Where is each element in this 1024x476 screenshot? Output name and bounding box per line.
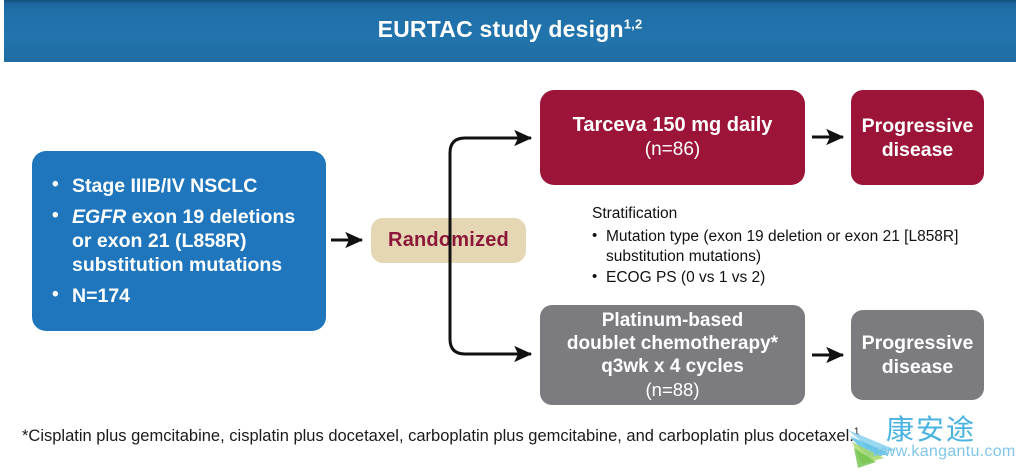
page-title: EURTAC study design1,2: [4, 16, 1016, 43]
stratification-title: Stratification: [592, 205, 678, 222]
randomized-box: Randomized: [371, 218, 526, 263]
page-title-superscript: 1,2: [623, 16, 643, 32]
population-bullet-text: N=174: [72, 285, 131, 307]
progressive-disease-line1: Progressive: [861, 332, 974, 354]
leaf-logo-icon: [848, 430, 896, 468]
progressive-disease-bottom-box: Progressive disease: [851, 310, 984, 400]
footnote-text: *Cisplatin plus gemcitabine, cisplatin p…: [22, 427, 854, 445]
right-margin: [1016, 0, 1024, 476]
list-item: Mutation type (exon 19 deletion or exon …: [592, 226, 972, 267]
watermark-url: www.kangantu.com: [872, 443, 1016, 460]
watermark-chinese-text: 康安途: [886, 413, 977, 446]
tarceva-n-label: (n=86): [644, 139, 701, 160]
randomized-label: Randomized: [388, 229, 509, 251]
watermark: 康安途 www.kangantu.com: [846, 408, 1024, 474]
stratification-block: Stratification Mutation type (exon 19 de…: [592, 203, 972, 289]
list-item: EGFR exon 19 deletions or exon 21 (L858R…: [50, 204, 312, 277]
tarceva-arm-box: Tarceva 150 mg daily (n=86): [540, 90, 805, 185]
chemo-line-3: q3wk x 4 cycles: [601, 356, 744, 377]
progressive-disease-top-box: Progressive disease: [851, 90, 984, 185]
footnote: *Cisplatin plus gemcitabine, cisplatin p…: [22, 425, 1002, 447]
population-bullet-text: exon 19 deletions or exon 21 (L858R) sub…: [72, 206, 296, 276]
chemo-n-label: (n=88): [645, 379, 700, 400]
progressive-disease-line1: Progressive: [861, 114, 974, 137]
progressive-disease-line2: disease: [881, 356, 954, 378]
footnote-superscript: 1: [853, 426, 860, 438]
population-bullet-list: Stage IIIB/IV NSCLC EGFR exon 19 deletio…: [50, 173, 312, 308]
chemo-line-1: Platinum-based: [601, 310, 744, 331]
chemotherapy-arm-box: Platinum-based doublet chemotherapy* q3w…: [540, 305, 805, 405]
population-box: Stage IIIB/IV NSCLC EGFR exon 19 deletio…: [32, 151, 326, 331]
page-title-text: EURTAC study design: [377, 16, 624, 42]
population-bullet-text: Stage IIIB/IV NSCLC: [72, 175, 258, 197]
chemo-line-2: doublet chemotherapy*: [566, 333, 779, 354]
progressive-disease-line2: disease: [881, 138, 954, 161]
left-margin: [0, 0, 4, 476]
list-item: Stage IIIB/IV NSCLC: [50, 173, 312, 198]
gene-name-egfr: EGFR: [72, 206, 127, 228]
header-bar: EURTAC study design1,2: [4, 0, 1016, 62]
tarceva-dose-label: Tarceva 150 mg daily: [572, 114, 773, 136]
list-item: ECOG PS (0 vs 1 vs 2): [592, 267, 972, 288]
stratification-bullet-list: Mutation type (exon 19 deletion or exon …: [592, 226, 972, 288]
list-item: N=174: [50, 283, 312, 308]
